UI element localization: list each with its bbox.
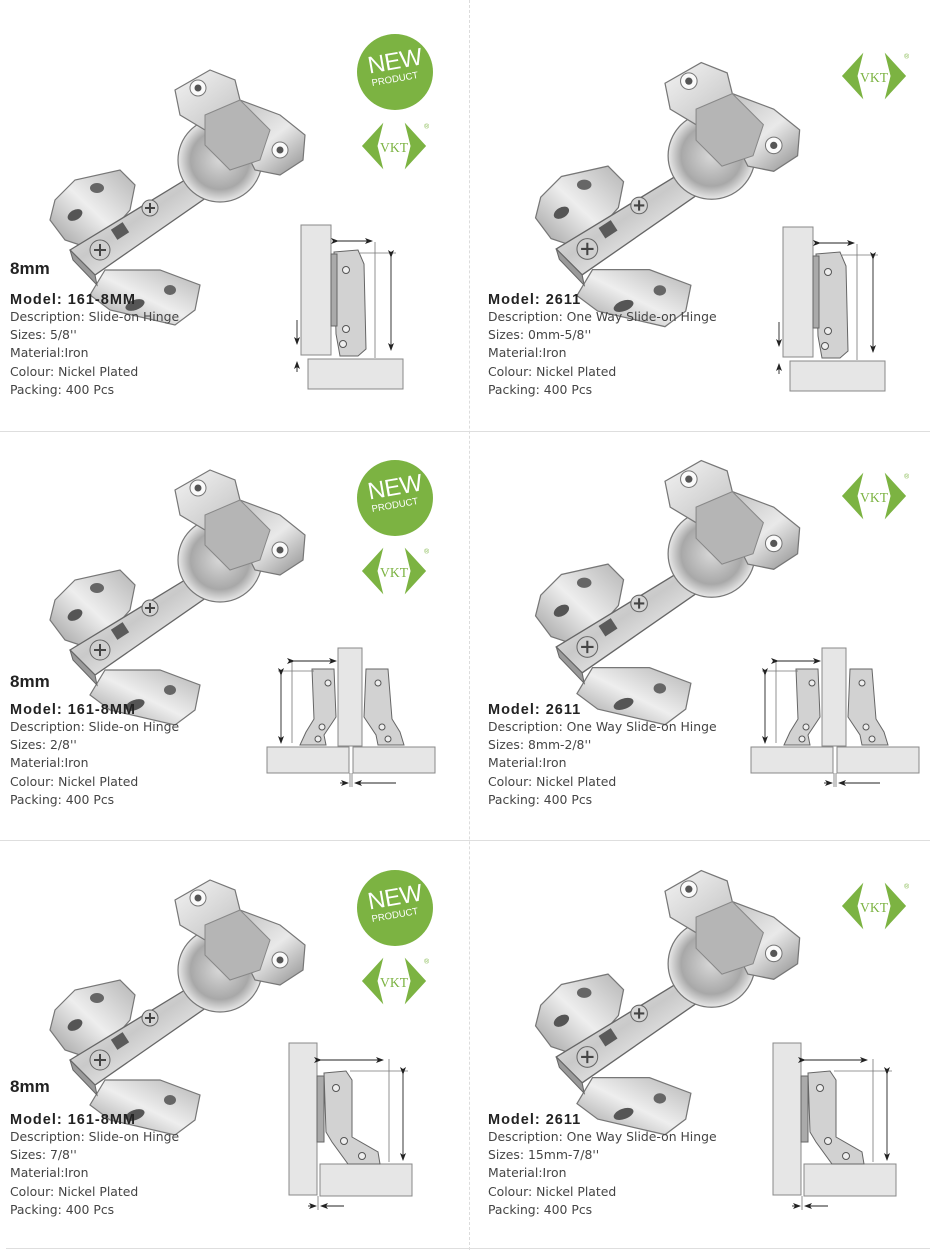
product-specs: Model: 2611 Description: One Way Slide-o… bbox=[488, 292, 717, 399]
product-specs: Model: 2611 Description: One Way Slide-o… bbox=[488, 1112, 717, 1219]
product-card-161-full: NEW PRODUCT 8mm Model: 161-8MM Descripti… bbox=[0, 10, 465, 428]
product-card-2611-half: Model: 2611 Description: One Way Slide-o… bbox=[478, 420, 930, 838]
colour-label: Colour: Nickel Plated bbox=[10, 363, 139, 379]
new-product-badge: NEW PRODUCT bbox=[357, 870, 433, 946]
model-label: Model: 2611 bbox=[488, 702, 582, 718]
product-specs: Model: 161-8MM Description: Slide-on Hin… bbox=[10, 702, 179, 809]
model-label: Model: 161-8MM bbox=[10, 292, 136, 308]
vkt-logo-icon bbox=[841, 472, 910, 520]
full-overlay-diagram bbox=[292, 224, 422, 394]
description-label: Description: Slide-on Hinge bbox=[10, 1129, 180, 1144]
packing-label: Packing: 400 Pcs bbox=[10, 1201, 115, 1217]
product-specs: Model: 161-8MM Description: Slide-on Hin… bbox=[10, 292, 179, 399]
product-card-161-half: NEW PRODUCT 8mm Model: 161-8MM Descripti… bbox=[0, 420, 465, 838]
sizes-label: Sizes: 5/8'' bbox=[10, 327, 77, 343]
model-label: Model: 161-8MM bbox=[10, 702, 136, 718]
sizes-label: Sizes: 8mm-2/8'' bbox=[488, 737, 592, 753]
model-label: Model: 161-8MM bbox=[10, 1112, 136, 1128]
half-overlay-diagram bbox=[750, 647, 925, 797]
vkt-logo-icon bbox=[361, 957, 430, 1005]
vkt-logo-icon bbox=[841, 882, 910, 930]
full-overlay-diagram bbox=[774, 226, 904, 396]
description-label: Description: One Way Slide-on Hinge bbox=[488, 719, 717, 734]
colour-label: Colour: Nickel Plated bbox=[488, 363, 617, 379]
new-product-badge: NEW PRODUCT bbox=[357, 34, 433, 110]
material-label: Material:Iron bbox=[488, 1165, 567, 1181]
half-overlay-diagram bbox=[266, 647, 441, 797]
model-label: Model: 2611 bbox=[488, 292, 582, 308]
size-title: 8mm bbox=[10, 1077, 50, 1096]
material-label: Material:Iron bbox=[488, 345, 567, 361]
sizes-label: Sizes: 7/8'' bbox=[10, 1147, 77, 1163]
sizes-label: Sizes: 0mm-5/8'' bbox=[488, 327, 592, 343]
hinge-product-image bbox=[534, 869, 801, 1136]
colour-label: Colour: Nickel Plated bbox=[10, 1183, 139, 1199]
row-divider bbox=[0, 431, 930, 432]
size-title: 8mm bbox=[10, 672, 50, 691]
product-card-2611-full: Model: 2611 Description: One Way Slide-o… bbox=[478, 10, 930, 428]
material-label: Material:Iron bbox=[488, 755, 567, 771]
row-divider bbox=[6, 1248, 930, 1249]
colour-label: Colour: Nickel Plated bbox=[488, 1183, 617, 1199]
product-specs: Model: 161-8MM Description: Slide-on Hin… bbox=[10, 1112, 179, 1219]
vkt-logo-icon bbox=[361, 547, 430, 595]
packing-label: Packing: 400 Pcs bbox=[10, 381, 115, 397]
packing-label: Packing: 400 Pcs bbox=[488, 381, 593, 397]
product-card-2611-inset: Model: 2611 Description: One Way Slide-o… bbox=[478, 830, 930, 1248]
packing-label: Packing: 400 Pcs bbox=[488, 1201, 593, 1217]
product-card-161-inset: NEW PRODUCT 8mm Model: 161-8MM Descripti… bbox=[0, 830, 465, 1248]
inset-diagram bbox=[288, 1042, 423, 1222]
description-label: Description: Slide-on Hinge bbox=[10, 719, 180, 734]
vkt-logo-icon bbox=[361, 122, 430, 170]
sizes-label: Sizes: 15mm-7/8'' bbox=[488, 1147, 600, 1163]
size-title: 8mm bbox=[10, 259, 50, 278]
row-divider bbox=[0, 840, 930, 841]
vkt-logo-icon bbox=[841, 52, 910, 100]
column-divider bbox=[469, 0, 470, 1250]
packing-label: Packing: 400 Pcs bbox=[488, 791, 593, 807]
description-label: Description: One Way Slide-on Hinge bbox=[488, 309, 717, 324]
description-label: Description: One Way Slide-on Hinge bbox=[488, 1129, 717, 1144]
packing-label: Packing: 400 Pcs bbox=[10, 791, 115, 807]
material-label: Material:Iron bbox=[10, 755, 89, 771]
colour-label: Colour: Nickel Plated bbox=[10, 773, 139, 789]
inset-diagram bbox=[772, 1042, 907, 1222]
material-label: Material:Iron bbox=[10, 1165, 89, 1181]
hinge-product-image bbox=[49, 69, 306, 326]
material-label: Material:Iron bbox=[10, 345, 89, 361]
new-product-badge: NEW PRODUCT bbox=[357, 460, 433, 536]
sizes-label: Sizes: 2/8'' bbox=[10, 737, 77, 753]
colour-label: Colour: Nickel Plated bbox=[488, 773, 617, 789]
description-label: Description: Slide-on Hinge bbox=[10, 309, 180, 324]
hinge-product-image bbox=[534, 61, 801, 328]
hinge-product-image bbox=[49, 879, 306, 1136]
product-specs: Model: 2611 Description: One Way Slide-o… bbox=[488, 702, 717, 809]
model-label: Model: 2611 bbox=[488, 1112, 582, 1128]
